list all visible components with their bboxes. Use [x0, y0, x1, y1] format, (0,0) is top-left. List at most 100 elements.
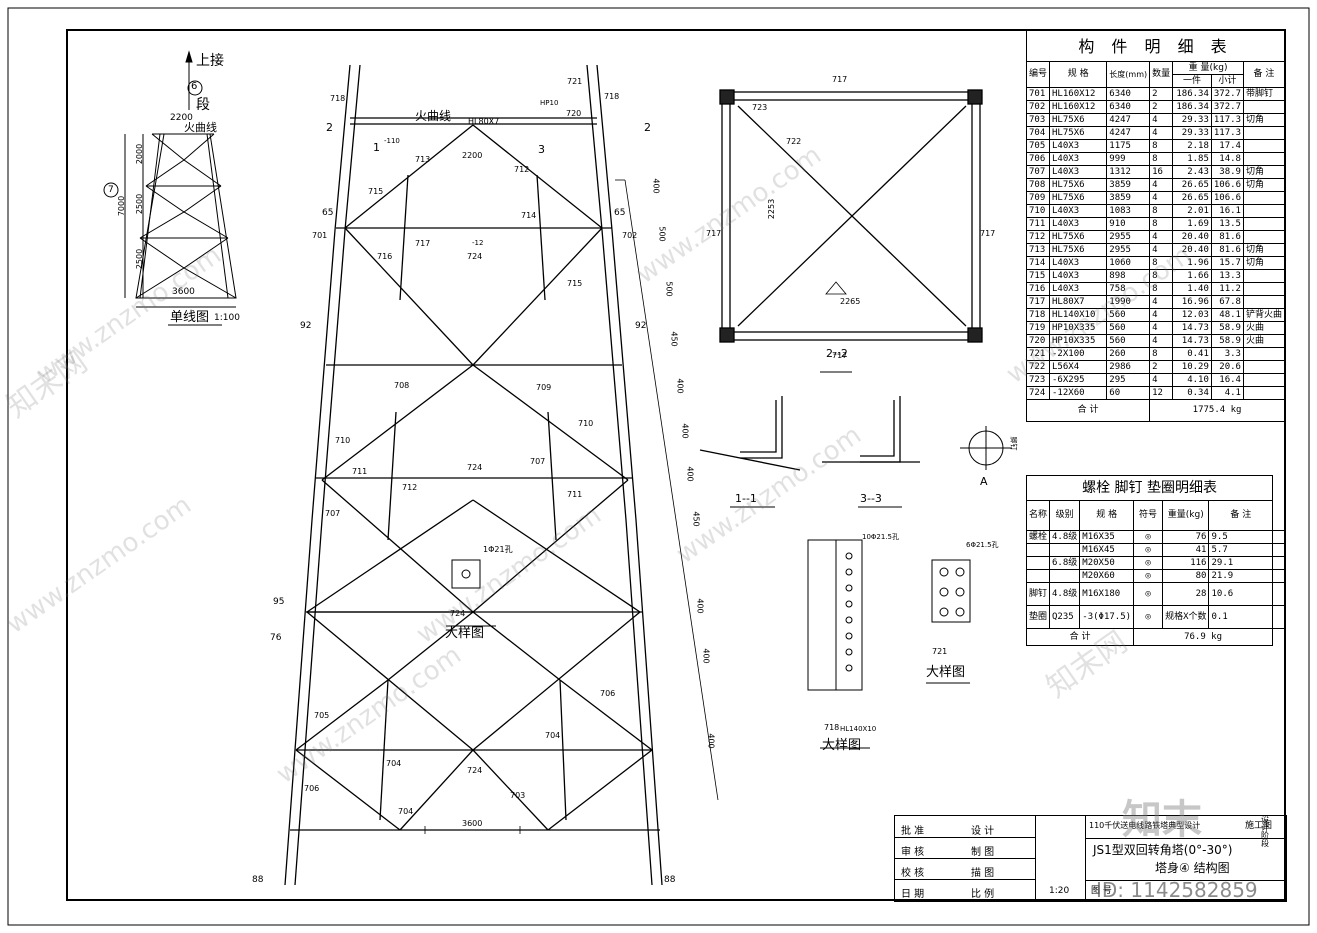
part-710: 710 [335, 436, 351, 445]
col-weight: 重 量(kg) [1172, 61, 1244, 75]
parts-cell [1242, 386, 1286, 400]
tower-elevation [284, 64, 663, 886]
parts-cell: 0.34 [1172, 386, 1212, 400]
bolt-cell: 垫圈 [1025, 605, 1051, 629]
mark-92-left: 92 [300, 321, 312, 331]
parts-cell: 13.3 [1210, 269, 1244, 283]
project-name: 110千伏送电线路铁塔典型设计 [1089, 821, 1201, 830]
mark-65-left: 65 [322, 208, 334, 218]
parts-cell: 8 [1149, 152, 1174, 166]
bolt-cell: 5.7 [1208, 543, 1274, 557]
bolt-cell: 29.1 [1208, 556, 1274, 570]
bolt-cell: 80 [1162, 569, 1210, 583]
bolt-symbol-icon: ◎ [1133, 543, 1164, 557]
parts-cell: 26.65 [1172, 178, 1212, 192]
parts-cell: 4.10 [1172, 373, 1212, 387]
sheet-number-label: 图 号 [1091, 886, 1112, 896]
parts-cell: 11.2 [1210, 282, 1244, 296]
bolt-cell: 21.9 [1208, 569, 1274, 583]
bolt-cell: 41 [1162, 543, 1210, 557]
parts-cell: 106.6 [1210, 191, 1244, 205]
part-712b: 712 [402, 483, 418, 492]
parts-cell: 6340 [1106, 87, 1151, 101]
bolt-col-remark: 备 注 [1208, 500, 1274, 531]
bolt-cell: Q235 [1049, 605, 1081, 629]
parts-cell: 717 [1025, 295, 1051, 309]
upper-connect-label: 上接 [196, 53, 224, 69]
parts-cell: 20.6 [1210, 360, 1244, 374]
parts-cell: 4 [1149, 178, 1174, 192]
parts-cell: 15.7 [1210, 256, 1244, 270]
bolt-cell: M16X35 [1079, 530, 1135, 544]
parts-cell: 2986 [1106, 360, 1151, 374]
parts-cell: 17.4 [1210, 139, 1244, 153]
parts-cell: 709 [1025, 191, 1051, 205]
parts-cell: 8 [1149, 204, 1174, 218]
parts-cell: 702 [1025, 100, 1051, 114]
section-2-2-part-717-top: 717 [832, 75, 848, 84]
parts-cell [1242, 360, 1286, 374]
parts-cell: L40X3 [1049, 269, 1108, 283]
parts-cell: HL75X6 [1049, 126, 1108, 140]
single-line-base-width: 3600 [172, 287, 195, 297]
watermark-id: ID: 1142582859 [1096, 878, 1258, 902]
bolt-cell: M16X45 [1079, 543, 1135, 557]
col-qty: 数量 [1149, 61, 1174, 88]
parts-cell: 4 [1149, 113, 1174, 127]
section-3-3-caption: 3--3 [860, 492, 882, 505]
parts-cell: 106.6 [1210, 178, 1244, 192]
single-line-total-height: 7000 [117, 195, 127, 217]
dim-r7: 450 [691, 511, 701, 527]
section-2-2-part-723: 723 [752, 103, 768, 112]
parts-cell: 4 [1149, 126, 1174, 140]
parts-cell: 713 [1025, 243, 1051, 257]
parts-cell: 带脚钉 [1242, 87, 1286, 101]
bolt-symbol-icon: ◎ [1133, 569, 1164, 583]
parts-cell: 12.03 [1172, 308, 1212, 322]
section-mark-1: 1 [373, 141, 380, 154]
parts-cell: 切角 [1242, 256, 1286, 270]
title-block-label: 制 图 [971, 847, 995, 858]
parts-cell: 186.34 [1172, 100, 1212, 114]
bolt-remark-cell [1272, 582, 1285, 606]
parts-cell: 724 [1025, 386, 1051, 400]
parts-cell: 260 [1106, 347, 1151, 361]
parts-cell: 560 [1106, 334, 1151, 348]
parts-cell: 372.7 [1210, 100, 1244, 114]
outer-border [7, 7, 1310, 926]
parts-cell: 火曲 [1242, 321, 1286, 335]
bolt-cell: 4.8级 [1049, 582, 1081, 606]
section-3-3 [822, 396, 920, 508]
parts-cell: 4 [1149, 230, 1174, 244]
title-block-label: 设 计 [971, 826, 995, 837]
bolt-col-weight: 重量(kg) [1162, 500, 1210, 531]
title-block-row: 日 期比 例 [895, 880, 1035, 901]
section-2-2-part-717-right: 717 [980, 229, 996, 238]
parts-cell: 3.3 [1210, 347, 1244, 361]
bolt-cell: 116 [1162, 556, 1210, 570]
parts-cell: 0.41 [1172, 347, 1212, 361]
part-721: 721 [567, 77, 583, 86]
parts-cell: 火曲 [1242, 334, 1286, 348]
parts-cell [1242, 139, 1286, 153]
bolt-col-symbol: 符号 [1133, 500, 1164, 531]
parts-cell: 711 [1025, 217, 1051, 231]
title-block-label: 批 准 [901, 826, 925, 837]
parts-table-title: 构 件 明 细 表 [1026, 30, 1285, 62]
parts-cell: 切角 [1242, 113, 1286, 127]
parts-cell: 4 [1149, 334, 1174, 348]
bolt-cell: 76 [1162, 530, 1210, 544]
detail-721-plate [926, 559, 971, 684]
bolt-col-name: 名称 [1025, 500, 1051, 531]
parts-cell: L40X3 [1049, 152, 1108, 166]
parts-cell: HL160X12 [1049, 87, 1108, 101]
section-2-2-part-717-bottom: 717 [832, 351, 848, 360]
parts-cell: 910 [1106, 217, 1151, 231]
parts-cell: 6340 [1106, 100, 1151, 114]
dim-r9: 400 [701, 648, 711, 664]
parts-cell: 2955 [1106, 243, 1151, 257]
